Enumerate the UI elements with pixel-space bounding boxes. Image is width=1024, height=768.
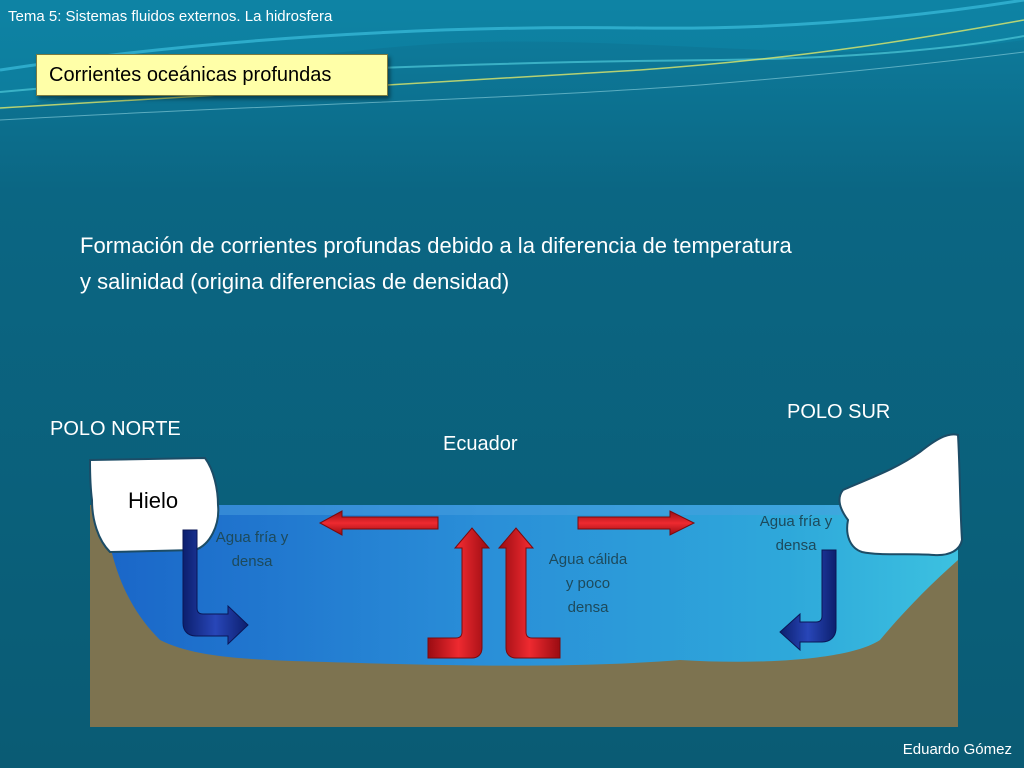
north-downwelling-arrow xyxy=(182,529,249,646)
warm-water-line-2: y poco xyxy=(565,575,611,592)
north-cold-water-label: Agua fría y densa xyxy=(200,526,304,574)
north-cold-water-line-2: densa xyxy=(231,553,273,570)
warm-water-line-3: densa xyxy=(567,599,609,616)
surface-arrow-left xyxy=(318,510,439,536)
south-downwelling-arrow xyxy=(779,549,837,652)
south-pole-label: POLO SUR xyxy=(787,401,891,423)
warm-water-label: Agua cálida y poco densa xyxy=(534,548,642,620)
main-line-1: Formación de corrientes profundas debido… xyxy=(80,233,792,258)
author-credit: Eduardo Gómez xyxy=(902,741,1012,758)
main-description: Formación de corrientes profundas debido… xyxy=(80,228,960,300)
upwelling-arrow-1 xyxy=(427,527,491,659)
ice-label: Hielo xyxy=(128,488,179,513)
main-line-2: y salinidad (origina diferencias de dens… xyxy=(80,269,510,294)
surface-arrow-right xyxy=(577,510,696,536)
south-ice xyxy=(838,433,964,557)
ocean-water xyxy=(104,505,958,666)
north-cold-water-line-1: Agua fría y xyxy=(215,529,289,546)
equator-label: Ecuador xyxy=(443,433,518,455)
north-pole-label: POLO NORTE xyxy=(50,418,181,440)
south-cold-water-line-2: densa xyxy=(775,537,817,554)
section-title: Corrientes oceánicas profundas xyxy=(36,54,388,96)
south-cold-water-label: Agua fría y densa xyxy=(744,510,848,558)
upwelling-arrow-2 xyxy=(497,527,561,659)
warm-water-line-1: Agua cálida xyxy=(548,551,628,568)
topic-title: Tema 5: Sistemas fluidos externos. La hi… xyxy=(8,8,333,25)
south-cold-water-line-1: Agua fría y xyxy=(759,513,833,530)
